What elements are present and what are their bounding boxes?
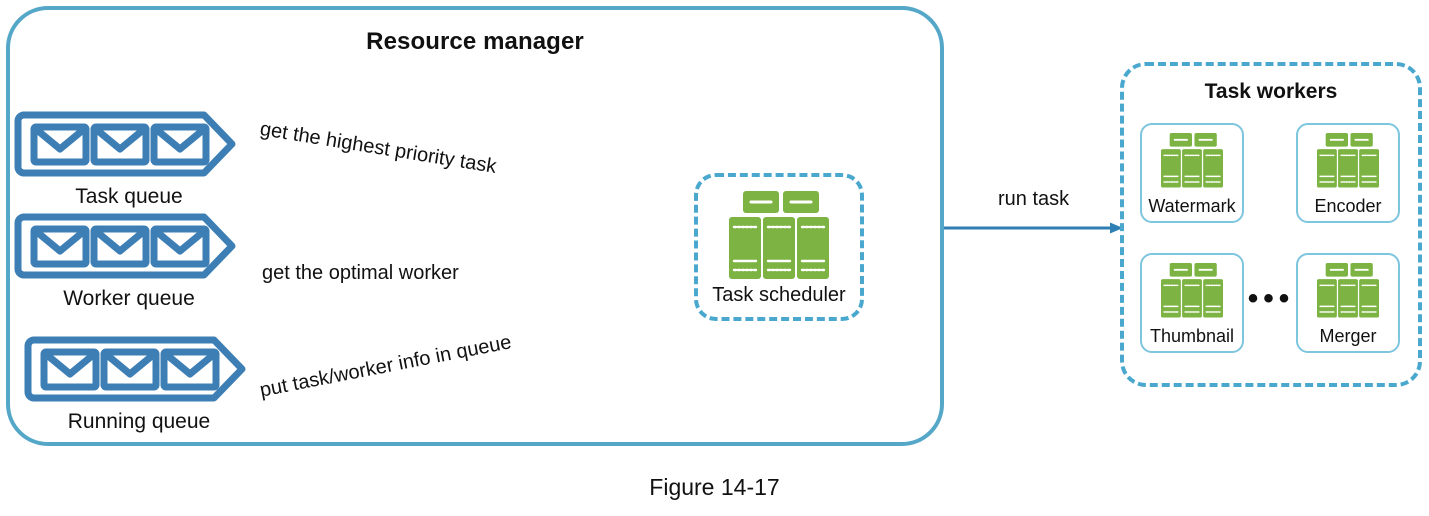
running-queue-label: Running queue: [67, 410, 211, 433]
server-rack-icon: [1317, 133, 1379, 188]
worker-watermark[interactable]: Watermark: [1140, 123, 1244, 223]
worker-merger[interactable]: Merger: [1296, 253, 1400, 353]
worker-queue-label: Worker queue: [63, 287, 195, 310]
task-workers-title: Task workers: [1204, 80, 1338, 103]
server-rack-icon: [1161, 133, 1223, 188]
envelope-queue-icon: [14, 213, 236, 279]
server-rack-icon: [1161, 263, 1223, 318]
server-rack-icon: [729, 191, 829, 279]
worker-label: Watermark: [1148, 196, 1236, 216]
worker-label: Thumbnail: [1149, 326, 1235, 346]
edge-label-optimal-worker: get the optimal worker: [262, 262, 459, 284]
worker-thumbnail[interactable]: Thumbnail: [1140, 253, 1244, 353]
worker-ellipsis: •••: [1247, 282, 1295, 315]
task-queue-label: Task queue: [75, 185, 183, 208]
task-scheduler-label: Task scheduler: [712, 284, 846, 306]
running-queue[interactable]: Running queue: [24, 330, 250, 433]
worker-label: Merger: [1319, 326, 1377, 346]
server-rack-icon: [1317, 263, 1379, 318]
task-scheduler-node[interactable]: Task scheduler: [694, 173, 864, 321]
worker-label: Encoder: [1314, 196, 1382, 216]
figure-caption: Figure 14-17: [649, 474, 780, 500]
worker-encoder[interactable]: Encoder: [1296, 123, 1400, 223]
task-queue[interactable]: Task queue: [14, 105, 240, 208]
envelope-queue-icon: [24, 336, 246, 402]
edge-label-run-task: run task: [998, 188, 1070, 210]
task-workers-panel: Task workers: [1120, 62, 1422, 387]
worker-queue[interactable]: Worker queue: [14, 207, 240, 310]
resource-manager-title: Resource manager: [366, 28, 584, 55]
envelope-queue-icon: [14, 111, 236, 177]
